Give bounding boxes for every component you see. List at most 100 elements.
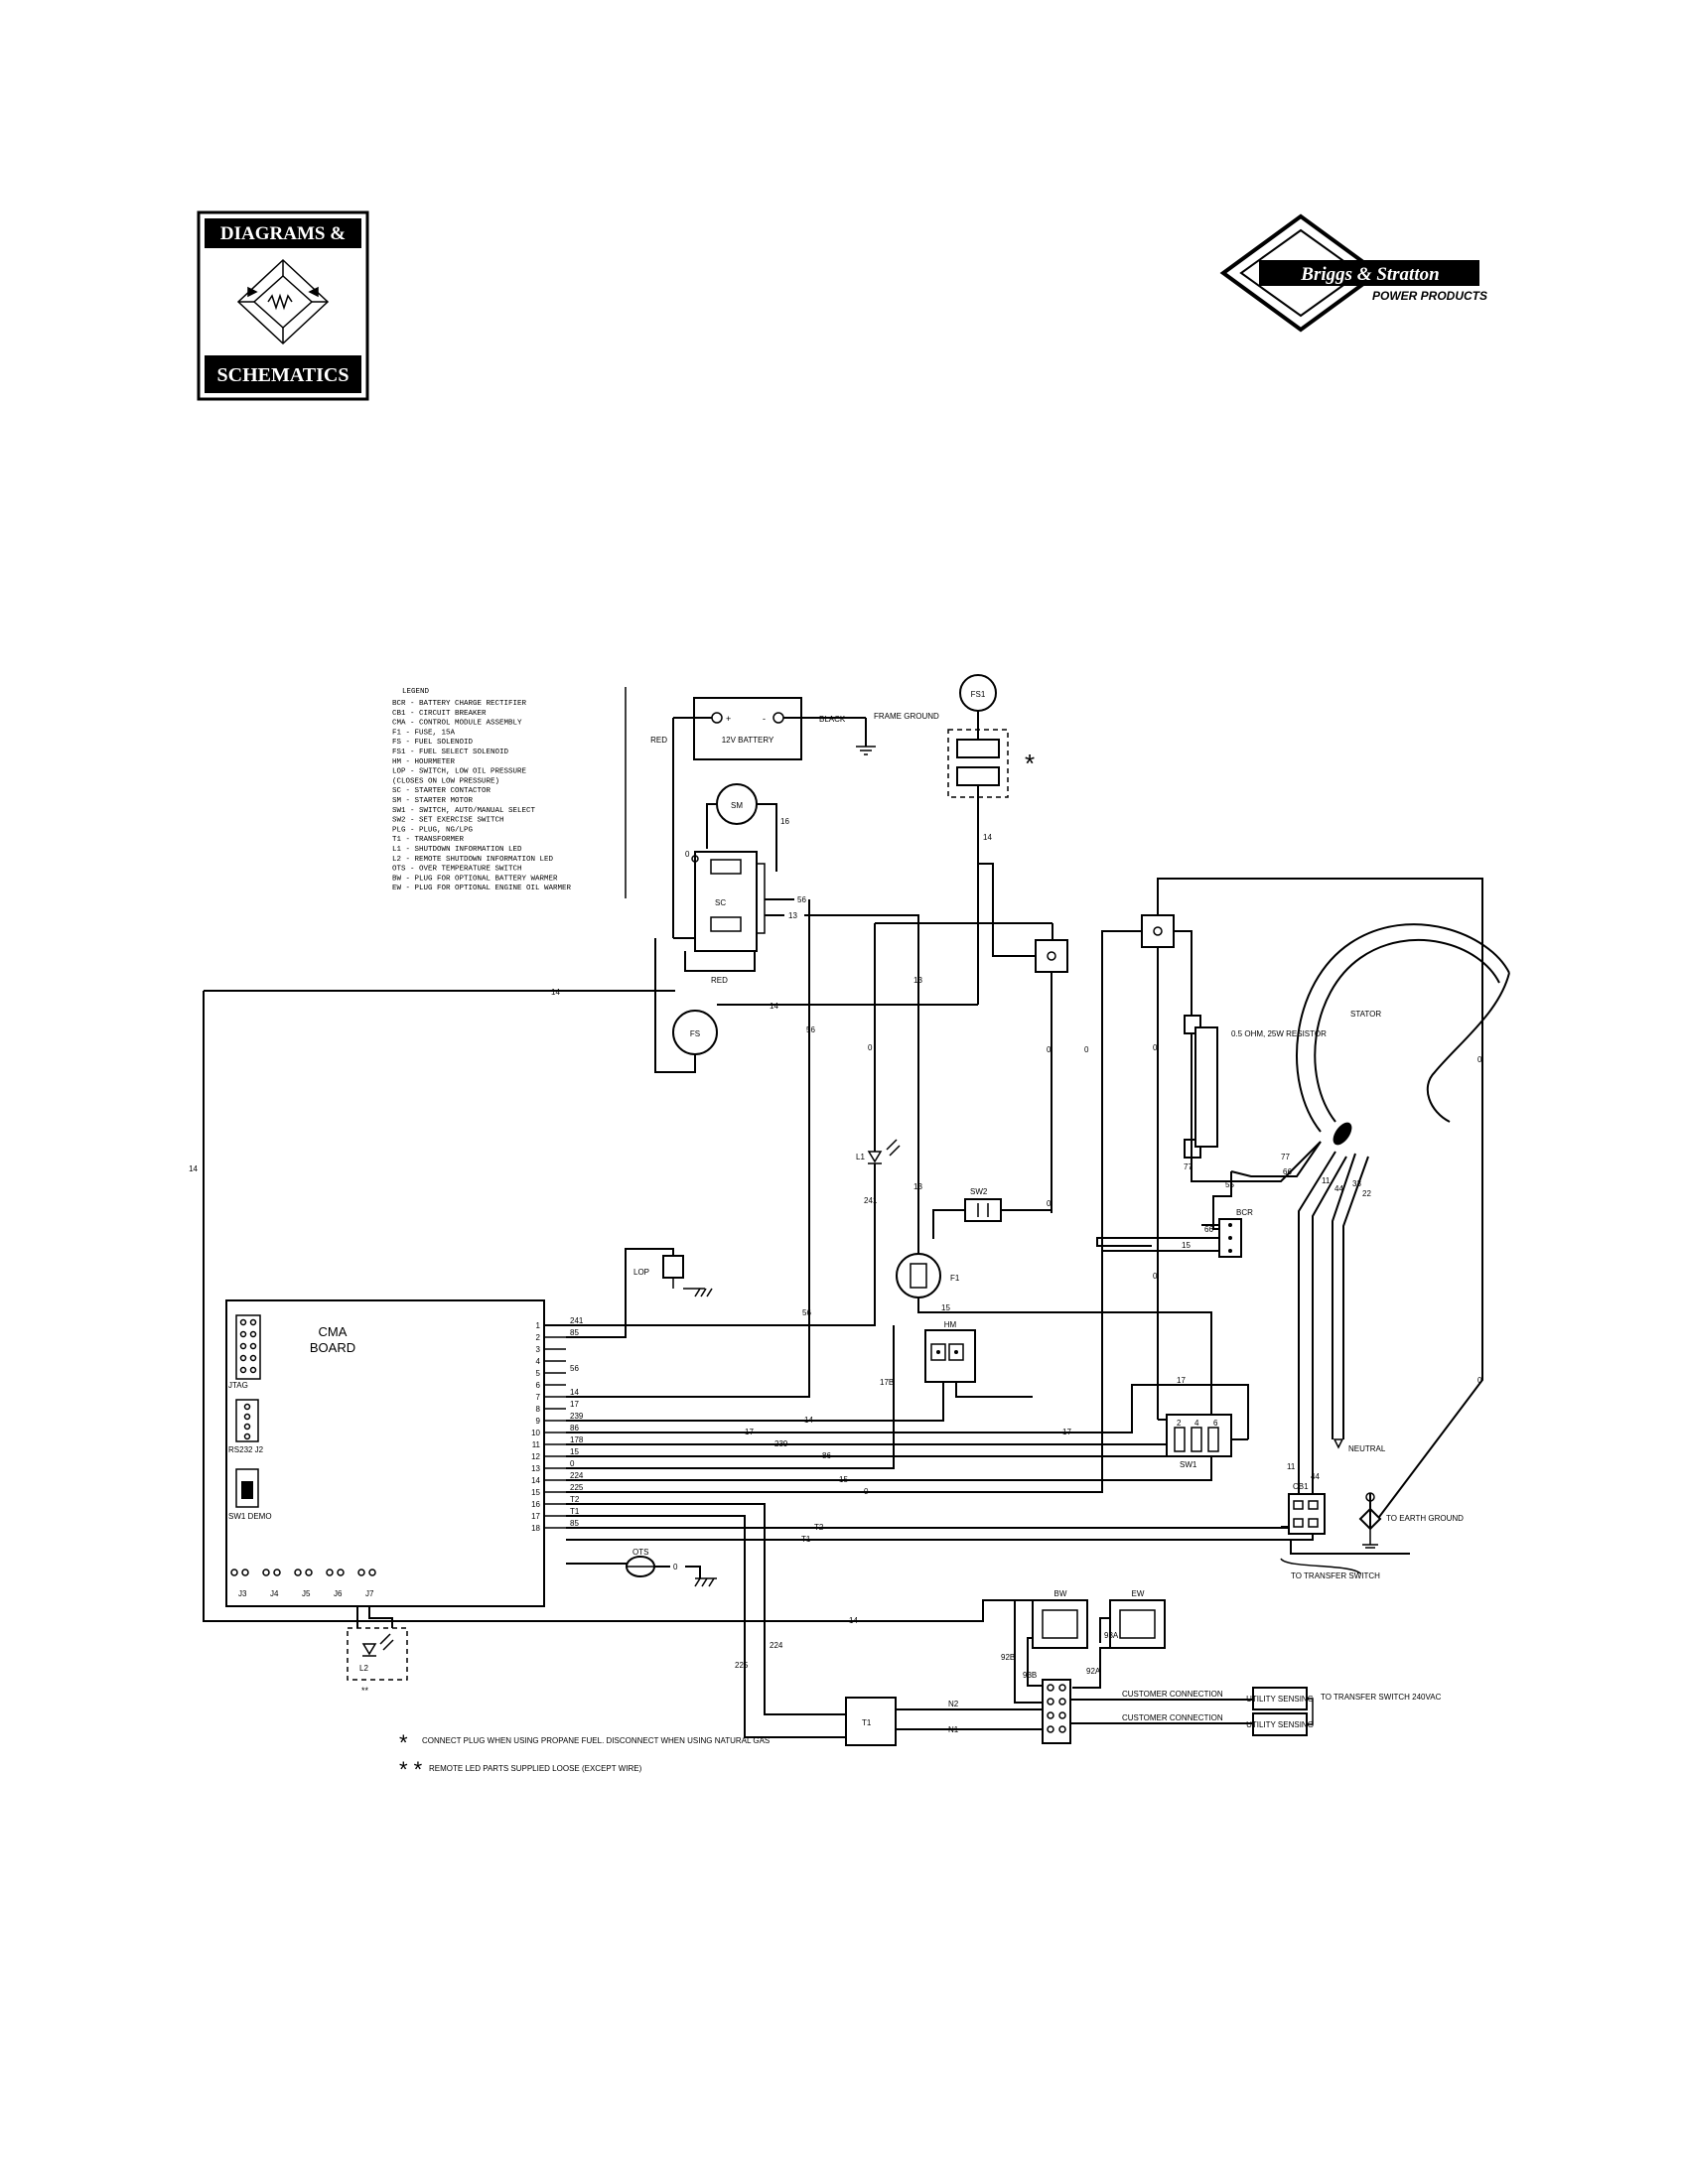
svg-text:224: 224: [770, 1641, 783, 1650]
cma-pin-number: 8: [536, 1405, 541, 1414]
over-temperature-switch: OTS: [626, 1548, 655, 1577]
svg-text:14: 14: [551, 988, 560, 997]
svg-text:BCR: BCR: [1236, 1208, 1253, 1217]
svg-text:EW: EW: [1132, 1589, 1145, 1598]
set-exercise-switch-sw2: SW2: [964, 1187, 1002, 1222]
svg-text:13: 13: [788, 911, 797, 920]
svg-text:TO TRANSFER SWITCH 240VAC: TO TRANSFER SWITCH 240VAC: [1321, 1693, 1442, 1702]
cma-pin-number: 16: [531, 1500, 540, 1509]
cma-pin-wire: 86: [570, 1424, 579, 1433]
svg-text:14: 14: [849, 1616, 858, 1625]
svg-text:FS: FS: [690, 1029, 700, 1038]
svg-text:14: 14: [189, 1164, 198, 1173]
svg-text:RED: RED: [650, 736, 667, 745]
cma-pin-wire: 15: [570, 1447, 579, 1456]
connector-label: J7: [365, 1589, 374, 1598]
connector-pin: [262, 1569, 270, 1576]
utility-sensing-1: UTILITY SENSING: [1246, 1687, 1314, 1710]
svg-text:15: 15: [941, 1303, 950, 1312]
svg-text:STATOR: STATOR: [1350, 1010, 1381, 1019]
svg-text:CONNECT PLUG WHEN USING PROPAN: CONNECT PLUG WHEN USING PROPANE FUEL. DI…: [422, 1736, 770, 1745]
svg-text:0: 0: [864, 1487, 869, 1496]
svg-text:OTS: OTS: [632, 1548, 648, 1557]
cma-board: CMA BOARD JTAG RS232 J2 SW1 DEMO 1241285…: [225, 1299, 584, 1607]
cma-pin-wire: 85: [570, 1519, 579, 1528]
cma-pin-wire: 224: [570, 1471, 584, 1480]
legend-item: PLG - PLUG, NG/LPG: [392, 826, 474, 834]
cma-pin-wire: 17: [570, 1400, 579, 1409]
svg-text:0: 0: [1153, 1272, 1158, 1281]
svg-text:0: 0: [1047, 1045, 1052, 1054]
legend-item: OTS - OVER TEMPERATURE SWITCH: [392, 866, 522, 874]
svg-text:239: 239: [774, 1439, 788, 1448]
jtag-pin: [249, 1354, 257, 1362]
connector-pin: [230, 1569, 238, 1576]
connector-pin: [305, 1569, 313, 1576]
svg-text:TO EARTH GROUND: TO EARTH GROUND: [1386, 1514, 1464, 1523]
legend-item: FS1 - FUEL SELECT SOLENOID: [392, 749, 509, 756]
svg-text:* *: * *: [399, 1757, 423, 1782]
legend-item: SC - STARTER CONTACTOR: [392, 787, 491, 795]
svg-text:0: 0: [1153, 1043, 1158, 1052]
svg-text:LEGEND: LEGEND: [402, 688, 430, 696]
diagrams-schematics-logo: DIAGRAMS & SCHEMATICS: [197, 210, 369, 401]
legend: LEGEND BCR - BATTERY CHARGE RECTIFIERCB1…: [392, 687, 627, 898]
svg-text:REMOTE LED PARTS SUPPLIED LOOS: REMOTE LED PARTS SUPPLIED LOOSE (EXCEPT …: [429, 1764, 642, 1773]
neutral-ground: NEUTRAL: [1333, 1438, 1386, 1453]
svg-text:2: 2: [1177, 1419, 1182, 1428]
svg-text:**: **: [361, 1686, 369, 1696]
svg-text:SW1 DEMO: SW1 DEMO: [228, 1512, 272, 1521]
starter-contactor: SC: [694, 851, 766, 952]
rs232-pin: [243, 1433, 251, 1440]
svg-text:SW2: SW2: [970, 1187, 988, 1196]
svg-text:BOARD: BOARD: [310, 1340, 355, 1355]
svg-text:225: 225: [735, 1661, 749, 1670]
transformer-t1: T1: [845, 1697, 897, 1746]
cma-pin-wire: 56: [570, 1364, 579, 1373]
svg-text:33: 33: [1352, 1179, 1361, 1188]
svg-text:LOP: LOP: [633, 1268, 649, 1277]
cma-pin-wire: 0: [570, 1459, 575, 1468]
jtag-pin: [239, 1342, 247, 1350]
svg-text:0.5 OHM, 25W RESISTOR: 0.5 OHM, 25W RESISTOR: [1231, 1029, 1327, 1038]
svg-text:POWER PRODUCTS: POWER PRODUCTS: [1372, 289, 1487, 303]
legend-item: L2 - REMOTE SHUTDOWN INFORMATION LED: [392, 856, 554, 864]
engine-warmer-plug: EW: [1109, 1589, 1166, 1649]
svg-text:13: 13: [913, 976, 922, 985]
svg-text:14: 14: [983, 833, 992, 842]
cma-pin-number: 13: [531, 1464, 540, 1473]
svg-text:N2: N2: [948, 1700, 959, 1708]
svg-text:0: 0: [1477, 1376, 1482, 1385]
connector-label: J4: [270, 1589, 279, 1598]
legend-item: HM - HOURMETER: [392, 758, 456, 766]
svg-text:16: 16: [780, 817, 789, 826]
auto-manual-switch-sw1: 2 4 6 SW1: [1166, 1414, 1232, 1469]
cma-pin-number: 6: [536, 1381, 541, 1390]
legend-item: SW1 - SWITCH, AUTO/MANUAL SELECT: [392, 807, 536, 815]
legend-item: L1 - SHUTDOWN INFORMATION LED: [392, 846, 522, 854]
battery-warmer-plug: BW: [1032, 1589, 1088, 1649]
legend-item: CB1 - CIRCUIT BREAKER: [392, 710, 487, 718]
legend-item: F1 - FUSE, 15A: [392, 729, 456, 737]
svg-text:L2: L2: [359, 1664, 368, 1673]
svg-text:*: *: [1025, 749, 1035, 778]
svg-text:0: 0: [868, 1043, 873, 1052]
rs232-pin: [243, 1423, 251, 1431]
jtag-pin: [239, 1318, 247, 1326]
earth-ground: TO EARTH GROUND: [1358, 1492, 1464, 1549]
svg-text:15: 15: [1182, 1241, 1191, 1250]
svg-text:11: 11: [1287, 1462, 1296, 1471]
svg-text:HM: HM: [944, 1320, 957, 1329]
svg-text:0: 0: [1047, 1199, 1052, 1208]
svg-text:6: 6: [1213, 1419, 1218, 1428]
svg-text:56: 56: [797, 895, 806, 904]
relay-right: [1141, 914, 1175, 948]
svg-text:11: 11: [1322, 1176, 1331, 1185]
battery-charge-rectifier: BCR: [1218, 1208, 1253, 1258]
svg-text:241: 241: [864, 1196, 878, 1205]
connector-pin: [357, 1569, 365, 1576]
rs232-pin: [243, 1413, 251, 1421]
connector-label: J3: [238, 1589, 247, 1598]
svg-text:+: +: [726, 714, 731, 724]
